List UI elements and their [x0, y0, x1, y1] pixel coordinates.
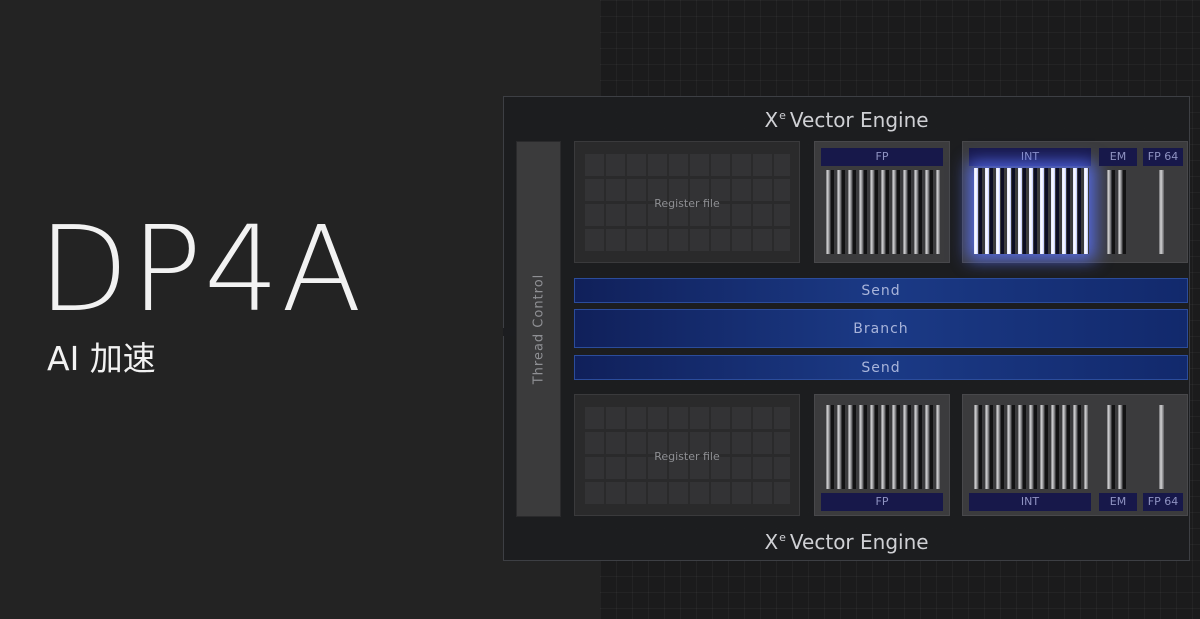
engine-title-rest: Vector Engine: [789, 530, 929, 554]
fp64-lane: [1159, 405, 1164, 489]
register-file-top: Register file: [574, 141, 800, 263]
engine-title-x: X: [764, 108, 779, 132]
int-tag: INT: [969, 148, 1091, 166]
register-grid: [585, 407, 790, 505]
engine-title-x: X: [764, 530, 779, 554]
fp64-lane: [1159, 170, 1164, 254]
int-unit-top: INT EM FP 64: [962, 141, 1188, 263]
int-lanes-highlighted: [974, 168, 1089, 254]
fp-unit-bottom: FP: [814, 394, 950, 516]
engine-title-rest: Vector Engine: [789, 108, 929, 132]
fp-tag: FP: [821, 148, 943, 166]
register-file-label: Register file: [654, 450, 720, 463]
fp-lanes: [826, 405, 941, 489]
engine-title-sup: e: [779, 531, 786, 544]
register-file-label: Register file: [654, 197, 720, 210]
engine-title-sup: e: [779, 109, 786, 122]
thread-control-block: Thread Control: [516, 141, 561, 517]
register-grid: [585, 154, 790, 252]
fp-lanes: [826, 170, 941, 254]
thread-control-label: Thread Control: [531, 273, 546, 385]
fp-tag: FP: [821, 493, 943, 511]
int-unit-bottom: INT EM FP 64: [962, 394, 1188, 516]
em-tag: EM: [1099, 148, 1137, 166]
hero-subtitle: AI 加速: [47, 339, 156, 378]
em-lanes: [1107, 170, 1128, 254]
int-tag: INT: [969, 493, 1091, 511]
em-tag: EM: [1099, 493, 1137, 511]
fp64-tag: FP 64: [1143, 493, 1183, 511]
fp-unit-top: FP: [814, 141, 950, 263]
send-bar-bottom: Send: [574, 355, 1188, 380]
branch-bar: Branch: [574, 309, 1188, 348]
hero-title: DP4A: [38, 200, 364, 338]
register-file-bottom: Register file: [574, 394, 800, 516]
send-bar-top: Send: [574, 278, 1188, 303]
engine-divider: [503, 328, 519, 336]
int-lanes: [974, 405, 1089, 489]
em-lanes: [1107, 405, 1128, 489]
fp64-tag: FP 64: [1143, 148, 1183, 166]
